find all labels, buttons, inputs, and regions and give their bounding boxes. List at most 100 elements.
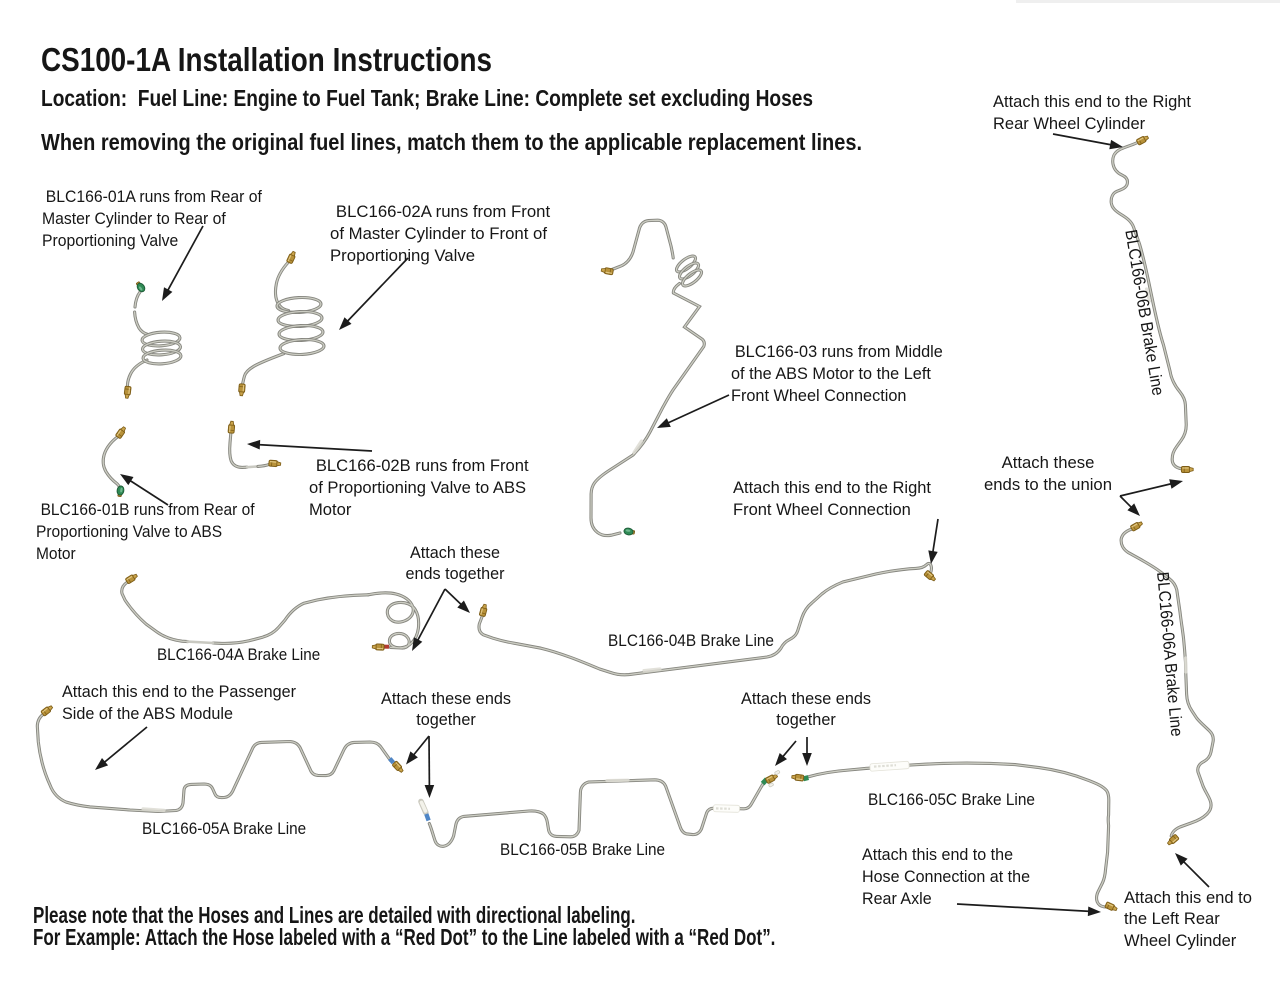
arrow-to-blc166-01a <box>162 225 204 301</box>
brass-fitting <box>478 603 489 618</box>
label-blc166-05a: BLC166-05A Brake Line <box>142 818 307 838</box>
tube-light-gap <box>632 439 644 455</box>
tube-highlight <box>611 219 674 271</box>
coil-loop <box>677 261 701 281</box>
arrow-head <box>1175 853 1188 866</box>
brake-line-01a-photo <box>125 290 150 389</box>
brass-fitting <box>237 383 246 397</box>
coil-loop <box>140 339 183 357</box>
brake-line-02b-photo <box>228 431 249 469</box>
tube-highlight <box>367 592 420 649</box>
brake-line-04a-photo <box>120 580 421 650</box>
arrow-head <box>928 550 938 564</box>
tube-light-gap <box>642 667 662 673</box>
arrow-shaft <box>257 443 373 452</box>
brass-fitting <box>1165 833 1180 847</box>
note-text: Please note that the Hoses and Lines are… <box>33 904 776 950</box>
brake-line-06b-photo <box>1109 140 1188 471</box>
tube-highlight <box>36 713 392 813</box>
tube-highlight <box>1120 528 1214 837</box>
tube-highlight <box>478 562 933 676</box>
brass-fitting <box>1135 133 1150 146</box>
arrow-head <box>457 600 470 613</box>
tube-base <box>101 434 122 490</box>
arrow-to-blc166-03 <box>657 394 730 428</box>
arrow-to-left-rear-end <box>1175 853 1210 888</box>
callout-attach-together-05ab: Attach these ends together <box>381 688 511 730</box>
arrow-shaft <box>781 740 797 759</box>
arrow-shaft <box>102 726 148 764</box>
arrow-head <box>802 753 812 766</box>
brake-line-01a-coil <box>140 330 183 366</box>
brass-fitting <box>391 760 405 775</box>
arrow-head <box>1087 906 1101 917</box>
tube-light-gap <box>1144 287 1152 303</box>
brake-line-05c-photo <box>807 761 1111 909</box>
tube-highlight <box>126 359 148 388</box>
arrow-to-right-rear-end <box>1052 133 1123 150</box>
coil-loop <box>278 337 326 357</box>
arrow-head <box>657 418 671 428</box>
arrow-shaft <box>1119 482 1173 497</box>
arrow-together04-right <box>444 588 470 613</box>
callout-attach-left-rear: Attach this end to the Left Rear Wheel C… <box>1124 887 1253 951</box>
tube-highlight <box>274 261 290 312</box>
brake-line-02b-photo-right <box>245 462 272 469</box>
arrow-union-upper <box>1119 479 1183 497</box>
green-fitting <box>115 484 126 498</box>
brass-fitting <box>1129 519 1144 532</box>
brake-line-03-photo <box>589 218 706 538</box>
arrow-shaft <box>666 394 730 425</box>
tube-highlight <box>865 762 1110 908</box>
brass-fitting <box>923 569 938 583</box>
arrow-head <box>412 637 423 651</box>
arrow-shaft <box>345 257 409 323</box>
coil-loop <box>674 254 698 274</box>
callout-attach-together-04: Attach these ends together <box>405 542 505 584</box>
green-fitting <box>134 280 147 294</box>
arrow-head <box>95 758 109 770</box>
callout-attach-passenger: Attach this end to the Passenger Side of… <box>62 682 296 723</box>
brake-line-02a-photo <box>240 260 291 387</box>
brake-line-05c-fittings <box>790 773 1119 913</box>
arrow-shaft <box>1182 860 1210 888</box>
arrow-together05bc-left <box>775 740 797 766</box>
arrow-head <box>247 439 261 450</box>
tube-highlight <box>1110 141 1187 470</box>
brass-fitting <box>1180 465 1194 474</box>
tube-highlight <box>134 291 141 308</box>
arrow-head <box>424 785 435 798</box>
brake-line-03-fittings <box>600 266 636 537</box>
arrow-to-right-front-end <box>928 518 939 564</box>
location-line: Location: Fuel Line: Engine to Fuel Tank… <box>41 85 814 111</box>
brass-fitting <box>371 643 385 651</box>
callout-attach-right-front: Attach this end to the Right Front Wheel… <box>733 478 932 519</box>
brake-line-05b-start-fitting <box>418 798 431 822</box>
note-line-2: For Example: Attach the Hose labeled wit… <box>33 923 776 950</box>
tube-faded-segment <box>186 640 215 645</box>
brake-line-05b-photo <box>427 778 768 848</box>
brass-fitting <box>285 250 298 265</box>
tube-base <box>211 593 370 645</box>
arrow-head <box>120 474 134 486</box>
tube-highlight <box>133 311 149 336</box>
arrow-to-rear-axle-end <box>956 903 1101 917</box>
tube-base <box>610 218 675 272</box>
tube-highlight <box>212 594 369 645</box>
callout-blc166-03: BLC166-03 runs from Middle of the ABS Mo… <box>731 342 943 405</box>
label-blc166-04a: BLC166-04A Brake Line <box>157 645 321 664</box>
tube-highlight <box>428 779 767 847</box>
arrow-head <box>162 287 173 301</box>
brass-fitting <box>114 425 128 440</box>
arrow-to-blc166-01b <box>120 474 169 506</box>
tube-highlight <box>590 282 705 537</box>
brake-line-05b-end-fitting <box>760 770 781 788</box>
arrow-shaft <box>931 518 939 554</box>
arrow-shaft <box>1052 133 1113 146</box>
arrow-shaft <box>128 479 169 506</box>
label-blc166-05c: BLC166-05C Brake Line <box>868 789 1035 809</box>
tube-highlight <box>241 352 285 386</box>
callout-blc166-01a: BLC166-01A runs from Rear of Master Cyli… <box>42 187 262 250</box>
